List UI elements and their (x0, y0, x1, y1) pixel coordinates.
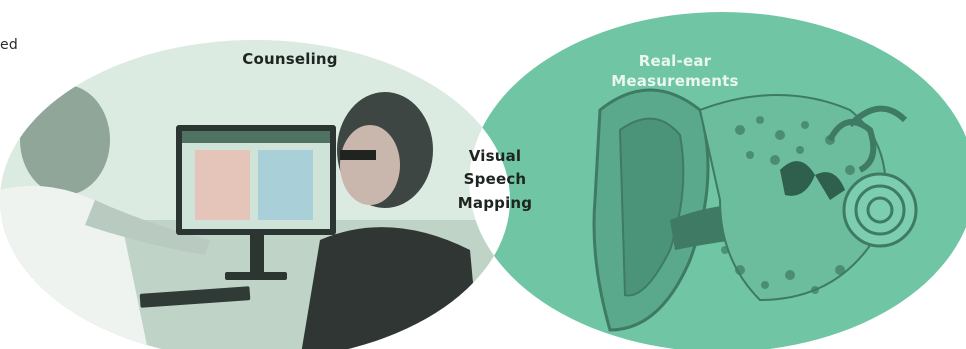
cut-off-text: ed (0, 37, 18, 53)
overlap-label: Visual Speech Mapping (425, 145, 565, 215)
overlap-label-line-1: Visual (468, 147, 522, 165)
keyboard (139, 286, 251, 308)
right-circle (469, 12, 966, 349)
counseling-photo (0, 40, 510, 349)
left-circle (0, 40, 510, 349)
overlap-label-line-2: Speech (463, 170, 527, 189)
right-label-line-1: Real-ear (638, 52, 712, 70)
left-circle-label: Counseling (242, 50, 338, 68)
right-label-line-2: Measurements (611, 72, 739, 91)
right-circle-label: Real-ear Measurements (590, 51, 760, 92)
overlap-label-line-3: Mapping (457, 193, 533, 212)
ear-anatomy-illustration (592, 88, 918, 332)
